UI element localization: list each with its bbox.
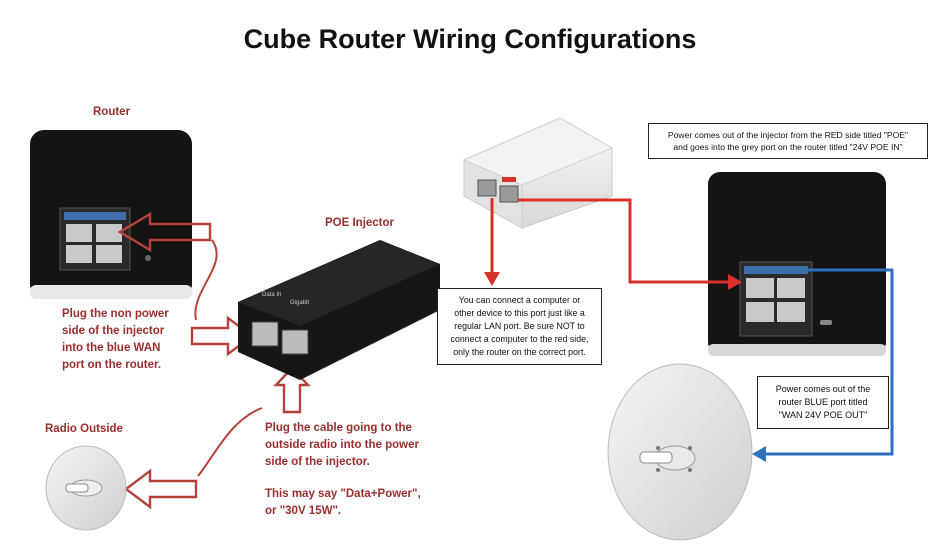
hollow-arrow-to-radio [124,468,198,510]
left-poe-injector-image: Data In Gigabit [238,240,440,380]
hollow-arrow-to-router [117,211,212,253]
blue-note-box: Power comes out of the router BLUE port … [757,376,889,429]
blue-arrow-wan [766,268,894,456]
page-title: Cube Router Wiring Configurations [243,24,697,54]
connector-curve-top [194,239,218,321]
right-radio-dish-image [607,363,753,541]
poe-injector-label: POE Injector [325,217,395,229]
lan-note-box: You can connect a computer or other devi… [437,288,602,365]
instruction-note-text: This may say "Data+Power", or "30V 15W". [265,488,421,517]
red-arrow-power-head [728,274,742,290]
right-router-image [708,172,886,356]
left-router-image [30,130,192,299]
right-poe-injector-image [462,117,614,229]
instruction-radio-text: Plug the cable going to the outside radi… [265,422,419,468]
connector-curve-bottom [197,407,263,477]
instruction-wan-text: Plug the non power side of the injector … [62,308,169,371]
left-radio-dish-image [45,445,127,531]
router-label: Router [93,106,131,118]
red-arrow-lan-head [484,272,500,286]
radio-outside-label: Radio Outside [45,423,123,435]
blue-arrow-wan-head [752,446,766,462]
power-note-box: Power comes out of the injector from the… [648,123,928,159]
red-arrow-power [518,198,728,284]
svg-text:Data In: Data In [262,292,281,298]
svg-text:Gigabit: Gigabit [290,300,309,306]
